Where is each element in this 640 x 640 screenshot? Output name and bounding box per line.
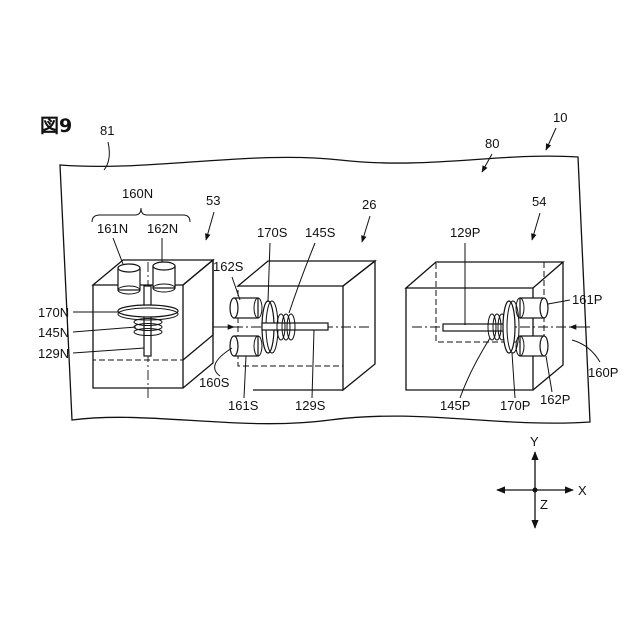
leader-161N (113, 238, 123, 264)
label-54: 54 (532, 194, 546, 209)
leader-54 (532, 213, 540, 240)
shaft-129N (144, 286, 151, 356)
brace-160N (92, 208, 190, 222)
label-170P: 170P (500, 398, 530, 413)
leader-170S (268, 243, 270, 301)
cube-26-side (343, 261, 375, 390)
label-145N: 145N (38, 325, 69, 340)
label-162P: 162P (540, 392, 570, 407)
label-161S: 161S (228, 398, 259, 413)
leader-10 (546, 128, 556, 150)
label-161N: 161N (97, 221, 128, 236)
cube-53-back-edge (183, 260, 213, 388)
magnet-161S (230, 336, 262, 356)
leader-160S (215, 348, 232, 376)
axis-indicator: Y X Z (497, 434, 587, 528)
axis-z-label: Z (540, 497, 548, 512)
leader-161S (244, 356, 246, 398)
label-53: 53 (206, 193, 220, 208)
cube-53-front-solid (93, 285, 183, 388)
leader-80 (482, 154, 492, 172)
module-26: 162S 170S 145S 160S 161S 129S 26 (199, 197, 376, 413)
magnet-162S (230, 298, 262, 318)
figure-title: 図9 (40, 115, 72, 137)
label-10: 10 (553, 110, 567, 125)
cube-54-top (406, 262, 563, 288)
label-162N: 162N (147, 221, 178, 236)
magnet-162N (153, 262, 175, 292)
leader-145S (289, 243, 315, 313)
axis-origin-dot (533, 488, 538, 493)
label-170S: 170S (257, 225, 288, 240)
leader-161P (548, 300, 570, 304)
label-129S: 129S (295, 398, 326, 413)
label-129P: 129P (450, 225, 480, 240)
axis-y-label: Y (530, 434, 539, 449)
flange-170N (118, 305, 178, 317)
leader-129N (73, 348, 144, 353)
leader-162S (232, 277, 240, 300)
shaft-129P (443, 324, 509, 331)
leader-145P (460, 338, 490, 398)
label-129N: 129N (38, 346, 69, 361)
module-54: 129P 161P 160P 145P 170P 162P 54 (406, 194, 618, 413)
label-161P: 161P (572, 292, 602, 307)
label-160N: 160N (122, 186, 153, 201)
module-53: 160N 161N 162N 170N 145N 129N 53 (38, 186, 220, 400)
leader-129S (312, 330, 314, 398)
label-145S: 145S (305, 225, 336, 240)
label-160S: 160S (199, 375, 230, 390)
axis-x-label: X (578, 483, 587, 498)
leader-170P (512, 353, 515, 398)
leader-145N (73, 327, 136, 332)
label-26: 26 (362, 197, 376, 212)
cube-53-side (183, 260, 213, 360)
label-81: 81 (100, 123, 114, 138)
magnet-161P (516, 298, 548, 318)
label-162S: 162S (213, 259, 244, 274)
label-160P: 160P (588, 365, 618, 380)
leader-53 (206, 212, 214, 240)
leader-162P (546, 356, 552, 392)
label-170N: 170N (38, 305, 69, 320)
leader-26 (362, 216, 370, 242)
label-145P: 145P (440, 398, 470, 413)
label-80: 80 (485, 136, 499, 151)
magnet-162P (516, 336, 548, 356)
magnet-161N (118, 264, 140, 294)
